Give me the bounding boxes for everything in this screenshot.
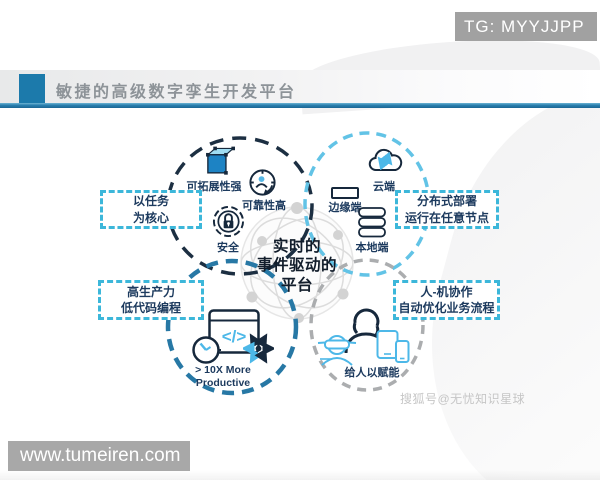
center-line3: 平台 xyxy=(280,276,313,294)
clock-icon xyxy=(191,335,221,370)
devices-icon xyxy=(376,329,410,370)
cloud-label: 云端 xyxy=(373,181,395,193)
center-line1: 实时的 xyxy=(272,238,321,255)
callout-line: 低代码编程 xyxy=(120,301,181,315)
center-platform-text: 实时的 事件驱动的 平台 xyxy=(237,237,357,295)
cube-icon xyxy=(197,145,235,184)
callout-collaboration: 人-机协作 自动优化业务流程 xyxy=(393,280,500,320)
reliability-label: 可靠性高 xyxy=(242,200,286,212)
productivity-caption-line2: Productive xyxy=(195,377,251,390)
svg-text:</>: </> xyxy=(222,327,247,346)
edge-device-icon xyxy=(331,186,359,204)
vr-user-icon xyxy=(316,331,358,372)
background-bottom-fade xyxy=(0,470,600,480)
center-line2: 事件驱动的 xyxy=(256,257,337,275)
local-label: 本地端 xyxy=(355,242,389,254)
callout-line: 自动优化业务流程 xyxy=(398,301,495,315)
callout-line: 为核心 xyxy=(132,210,169,225)
empower-label: 给人以赋能 xyxy=(344,367,400,379)
edge-label: 边缘端 xyxy=(328,202,362,214)
security-lock-icon xyxy=(212,205,245,243)
sohu-watermark: 搜狐号@无忧知识星球 xyxy=(400,392,526,406)
slide-title: 敏捷的高级数字孪生开发平台 xyxy=(56,84,297,101)
callout-task-core: 以任务 为核心 xyxy=(100,190,202,229)
empowerment-circle xyxy=(309,258,425,392)
callout-line: 高生产力 xyxy=(126,284,175,299)
callout-distributed: 分布式部署 运行在任意节点 xyxy=(395,190,499,229)
callout-line: 人-机协作 xyxy=(420,284,473,299)
network-hub-icon xyxy=(241,333,276,369)
lowcode-circle xyxy=(165,258,299,396)
globe-graphic xyxy=(240,202,354,323)
security-label: 安全 xyxy=(217,242,239,254)
title-band xyxy=(0,70,600,104)
callout-productivity: 高生产力 低代码编程 xyxy=(98,280,204,320)
callout-line: 运行在任意节点 xyxy=(404,210,489,225)
cloud-sync-icon xyxy=(367,146,403,180)
callout-line: 以任务 xyxy=(132,194,169,209)
reliability-clock-icon xyxy=(247,167,278,203)
local-server-icon xyxy=(358,207,386,243)
productivity-caption-line1: > 10X More xyxy=(195,364,251,376)
site-watermark: www.tumeiren.com xyxy=(8,441,190,471)
callout-line: 分布式部署 xyxy=(416,194,477,209)
title-accent-square xyxy=(19,74,45,105)
title-underline xyxy=(0,103,600,108)
tg-badge: TG: MYYJJPP xyxy=(455,12,597,41)
productivity-caption: > 10X More Productive xyxy=(181,364,265,390)
